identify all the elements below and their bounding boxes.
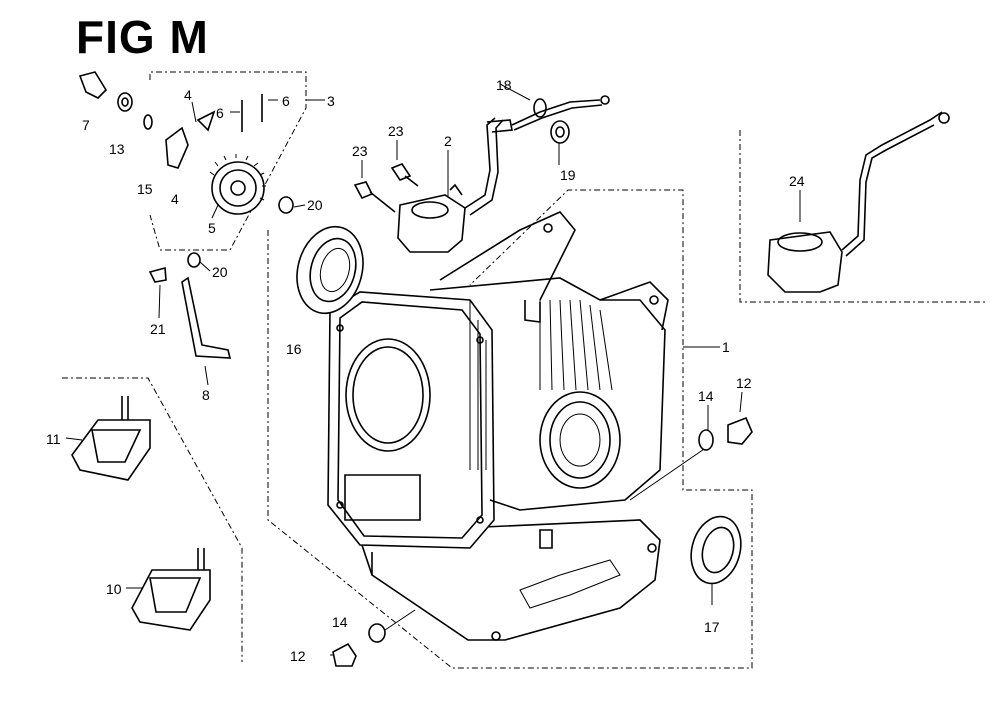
engine-mount-11 xyxy=(71,396,151,481)
callout-20-lower: 20 xyxy=(212,264,228,280)
governor-group-outline xyxy=(149,71,307,251)
callout-14-right: 14 xyxy=(698,388,714,404)
callout-19: 19 xyxy=(560,167,576,183)
callout-23-upper: 23 xyxy=(388,123,404,139)
callout-8: 8 xyxy=(202,387,210,403)
callout-13: 13 xyxy=(109,141,125,157)
oil-seal-17 xyxy=(690,515,742,585)
governor-gear-assembly xyxy=(165,94,266,215)
callout-12-right: 12 xyxy=(736,375,752,391)
oil-alert-group-outline xyxy=(739,130,987,303)
callout-labels: 1 2 3 4 4 5 6 6 7 8 10 11 12 12 13 14 14… xyxy=(46,77,805,664)
crankcase xyxy=(327,211,669,641)
callout-3: 3 xyxy=(327,93,335,109)
callout-5: 5 xyxy=(208,220,216,236)
crankcase-group-outline xyxy=(267,189,753,669)
figure-title: FIG M xyxy=(76,11,209,63)
oil-alert-switch xyxy=(767,111,950,293)
callout-6-left: 6 xyxy=(216,105,224,121)
callout-23-lower: 23 xyxy=(352,143,368,159)
small-hardware xyxy=(78,71,753,667)
callout-14-bottom: 14 xyxy=(332,614,348,630)
callout-7: 7 xyxy=(82,117,90,133)
oil-seal-16 xyxy=(296,225,364,315)
callout-18: 18 xyxy=(496,77,512,93)
callout-6-right: 6 xyxy=(282,93,290,109)
group-outlines xyxy=(62,71,987,669)
callout-15: 15 xyxy=(137,181,153,197)
callout-1: 1 xyxy=(722,339,730,355)
callout-10: 10 xyxy=(106,581,122,597)
callout-12-bottom: 12 xyxy=(290,648,306,664)
wire-harness xyxy=(511,95,610,131)
callout-2: 2 xyxy=(444,133,452,149)
callout-4-lower: 4 xyxy=(171,191,179,207)
oil-level-switch xyxy=(397,117,513,253)
mount-group-outline xyxy=(62,377,243,662)
governor-arm xyxy=(181,276,232,359)
callout-21: 21 xyxy=(150,321,166,337)
callout-11: 11 xyxy=(46,431,61,447)
engine-mount-10 xyxy=(131,548,211,631)
callout-24: 24 xyxy=(789,173,805,189)
callout-20-upper: 20 xyxy=(307,197,323,213)
callout-16: 16 xyxy=(286,341,302,357)
callout-4-upper: 4 xyxy=(184,87,192,103)
callout-17: 17 xyxy=(704,619,720,635)
